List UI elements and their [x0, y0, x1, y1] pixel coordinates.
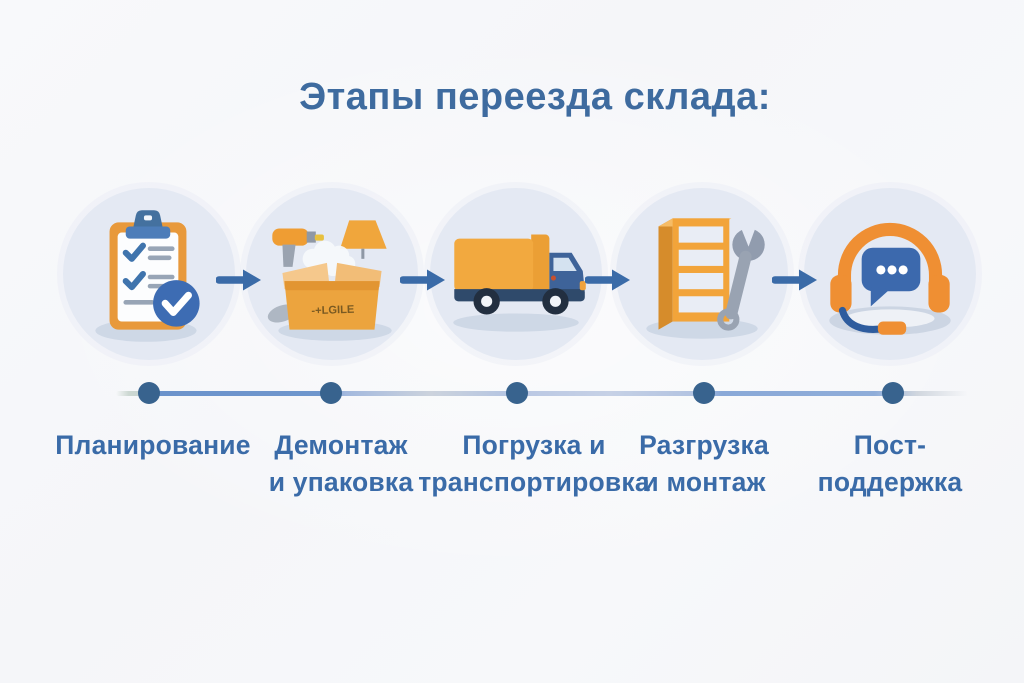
arrow-right-icon — [585, 269, 630, 291]
stage-label-line: поддержка — [817, 467, 963, 497]
arrow-right-icon — [400, 269, 445, 291]
stage-circle-planning — [63, 188, 235, 360]
stage-circle-dismantling-packing: -+LGILE — [246, 188, 418, 360]
stage-circle-loading-transport — [430, 188, 602, 360]
stage-label-line: транспортировка — [418, 467, 650, 497]
stage-label-line: Погрузка и — [462, 430, 606, 460]
timeline-dot — [138, 382, 160, 404]
box-print-text: -+LGILE — [311, 304, 354, 317]
timeline-dot — [320, 382, 342, 404]
packed-box-icon: -+LGILE — [267, 220, 392, 341]
timeline-dot — [506, 382, 528, 404]
stage-label-planning: Планирование — [33, 427, 273, 464]
arrow-right-icon — [216, 269, 261, 291]
stage-circle-post-support — [804, 188, 976, 360]
stage-label-line: Разгрузка — [639, 430, 769, 460]
timeline-dot — [693, 382, 715, 404]
stage-label-line: и монтаж — [642, 467, 766, 497]
stage-label-post-support: Пост- поддержка — [770, 427, 1010, 501]
timeline-dot — [882, 382, 904, 404]
timeline-line — [116, 391, 968, 396]
arrow-right-icon — [772, 269, 817, 291]
stage-label-line: Планирование — [55, 430, 251, 460]
headset-chat-icon — [829, 222, 951, 335]
stage-circle-unloading-assembly — [616, 188, 788, 360]
stage-label-loading-transport: Погрузка и транспортировка — [414, 427, 654, 501]
stage-label-line: и упаковка — [268, 467, 414, 497]
page-title: Этапы переезда склада: — [299, 76, 771, 118]
stage-label-dismantling-packing: Демонтаж и упаковка — [221, 427, 461, 501]
stage-label-unloading-assembly: Разгрузка и монтаж — [584, 427, 824, 501]
stage-label-line: Пост- — [853, 430, 927, 460]
clipboard-checklist-icon — [95, 210, 200, 342]
shelf-wrench-icon — [646, 218, 765, 339]
stage-label-line: Демонтаж — [274, 430, 408, 460]
delivery-truck-icon — [453, 234, 586, 332]
